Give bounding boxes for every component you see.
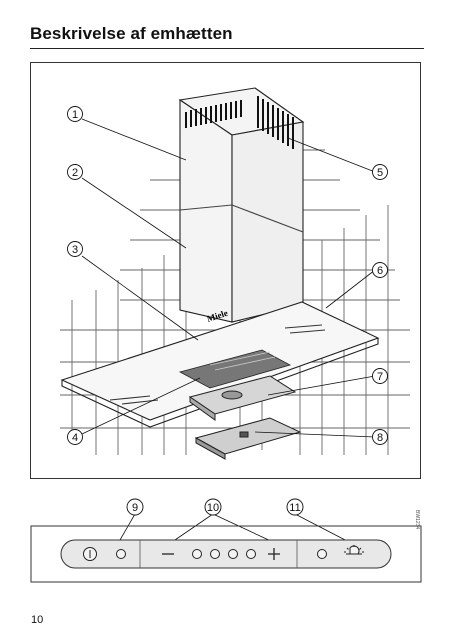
page-number: 10 bbox=[31, 614, 44, 626]
callout-10-label: 10 bbox=[207, 502, 219, 514]
callouts bbox=[67, 106, 388, 445]
callout-leaders bbox=[81, 118, 376, 438]
callout-11 bbox=[286, 498, 304, 516]
page-title: Beskrivelse af emhætten bbox=[30, 24, 233, 43]
callout-8 bbox=[372, 429, 388, 445]
control-strip-illustration bbox=[178, 349, 292, 389]
callout-7 bbox=[372, 368, 388, 384]
light-indicator bbox=[317, 549, 327, 559]
callout-5-label: 5 bbox=[377, 167, 383, 179]
chimney bbox=[178, 87, 305, 323]
callout-9-label: 9 bbox=[132, 502, 138, 514]
callout-2 bbox=[67, 164, 83, 180]
callout-1 bbox=[67, 106, 83, 122]
callout-11-label: 11 bbox=[289, 502, 300, 514]
callout-6 bbox=[372, 262, 388, 278]
power-indicator bbox=[116, 549, 126, 559]
fan-level-1-indicator bbox=[192, 549, 202, 559]
callout-5 bbox=[372, 164, 388, 180]
callout-9 bbox=[126, 498, 144, 516]
figure-frame bbox=[30, 62, 421, 479]
vent-grille bbox=[185, 96, 294, 149]
callout-3 bbox=[67, 241, 83, 257]
callout-4-label: 4 bbox=[72, 432, 78, 444]
callout-2-label: 2 bbox=[72, 167, 78, 179]
plus-icon[interactable] bbox=[268, 548, 280, 560]
control-panel-bar bbox=[60, 539, 392, 569]
callout-1-label: 1 bbox=[72, 109, 78, 121]
panel-frame bbox=[30, 525, 422, 583]
grease-filter-upper bbox=[188, 375, 297, 421]
callout-3-label: 3 bbox=[72, 244, 78, 256]
fan-level-3-indicator bbox=[228, 549, 238, 559]
figure-code: BW1234 bbox=[414, 510, 420, 530]
callout-7-label: 7 bbox=[377, 371, 383, 383]
fan-level-2-indicator bbox=[210, 549, 220, 559]
callout-8-label: 8 bbox=[377, 432, 383, 444]
fan-level-4-indicator bbox=[246, 549, 256, 559]
panel-callout-leaders bbox=[119, 513, 350, 543]
callout-6-label: 6 bbox=[377, 265, 383, 277]
callout-10 bbox=[204, 498, 222, 516]
grease-filter-lower bbox=[194, 417, 302, 460]
callout-4 bbox=[67, 429, 83, 445]
light-icon[interactable] bbox=[344, 545, 364, 555]
title-rule bbox=[30, 48, 424, 49]
